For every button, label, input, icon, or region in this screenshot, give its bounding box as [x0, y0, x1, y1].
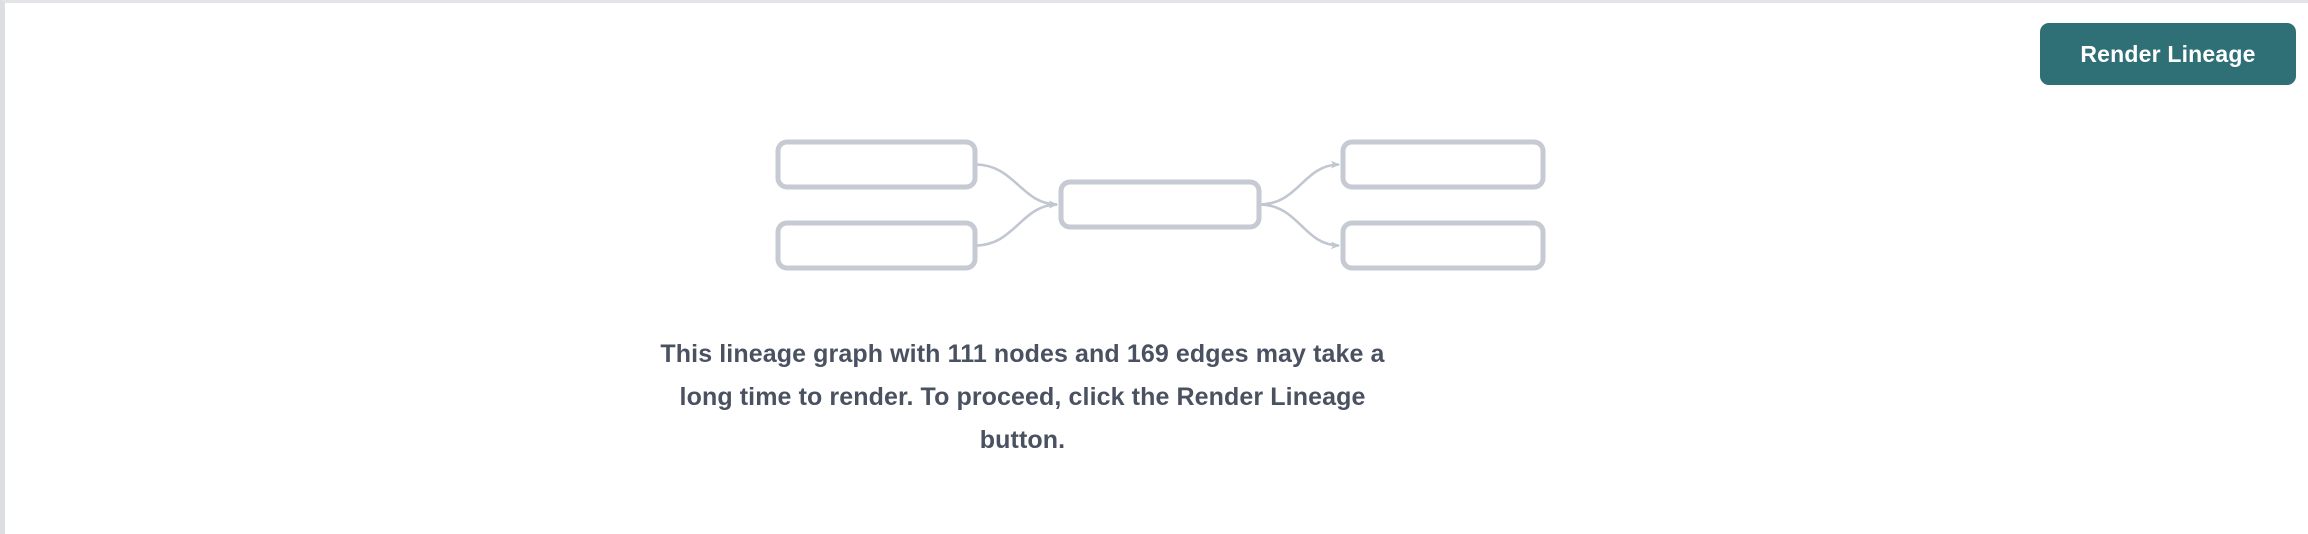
preview-node-right-top	[1340, 139, 1546, 190]
lineage-warning-message: This lineage graph with 111 nodes and 16…	[5, 333, 2040, 462]
render-lineage-button[interactable]: Render Lineage	[2040, 23, 2296, 85]
preview-node-center	[1058, 179, 1262, 230]
preview-edge-left-bottom-to-center	[974, 200, 1058, 247]
preview-edge-center-to-right-top	[1258, 160, 1340, 206]
lineage-graph-preview	[765, 128, 1565, 288]
preview-edge-center-to-right-bottom	[1258, 203, 1340, 250]
preview-node-left-top	[775, 139, 978, 190]
preview-node-right-bottom	[1340, 220, 1546, 271]
preview-edge-left-top-to-center	[974, 163, 1058, 209]
lineage-warning-text: This lineage graph with 111 nodes and 16…	[660, 340, 1385, 454]
preview-node-left-bottom	[775, 220, 978, 271]
